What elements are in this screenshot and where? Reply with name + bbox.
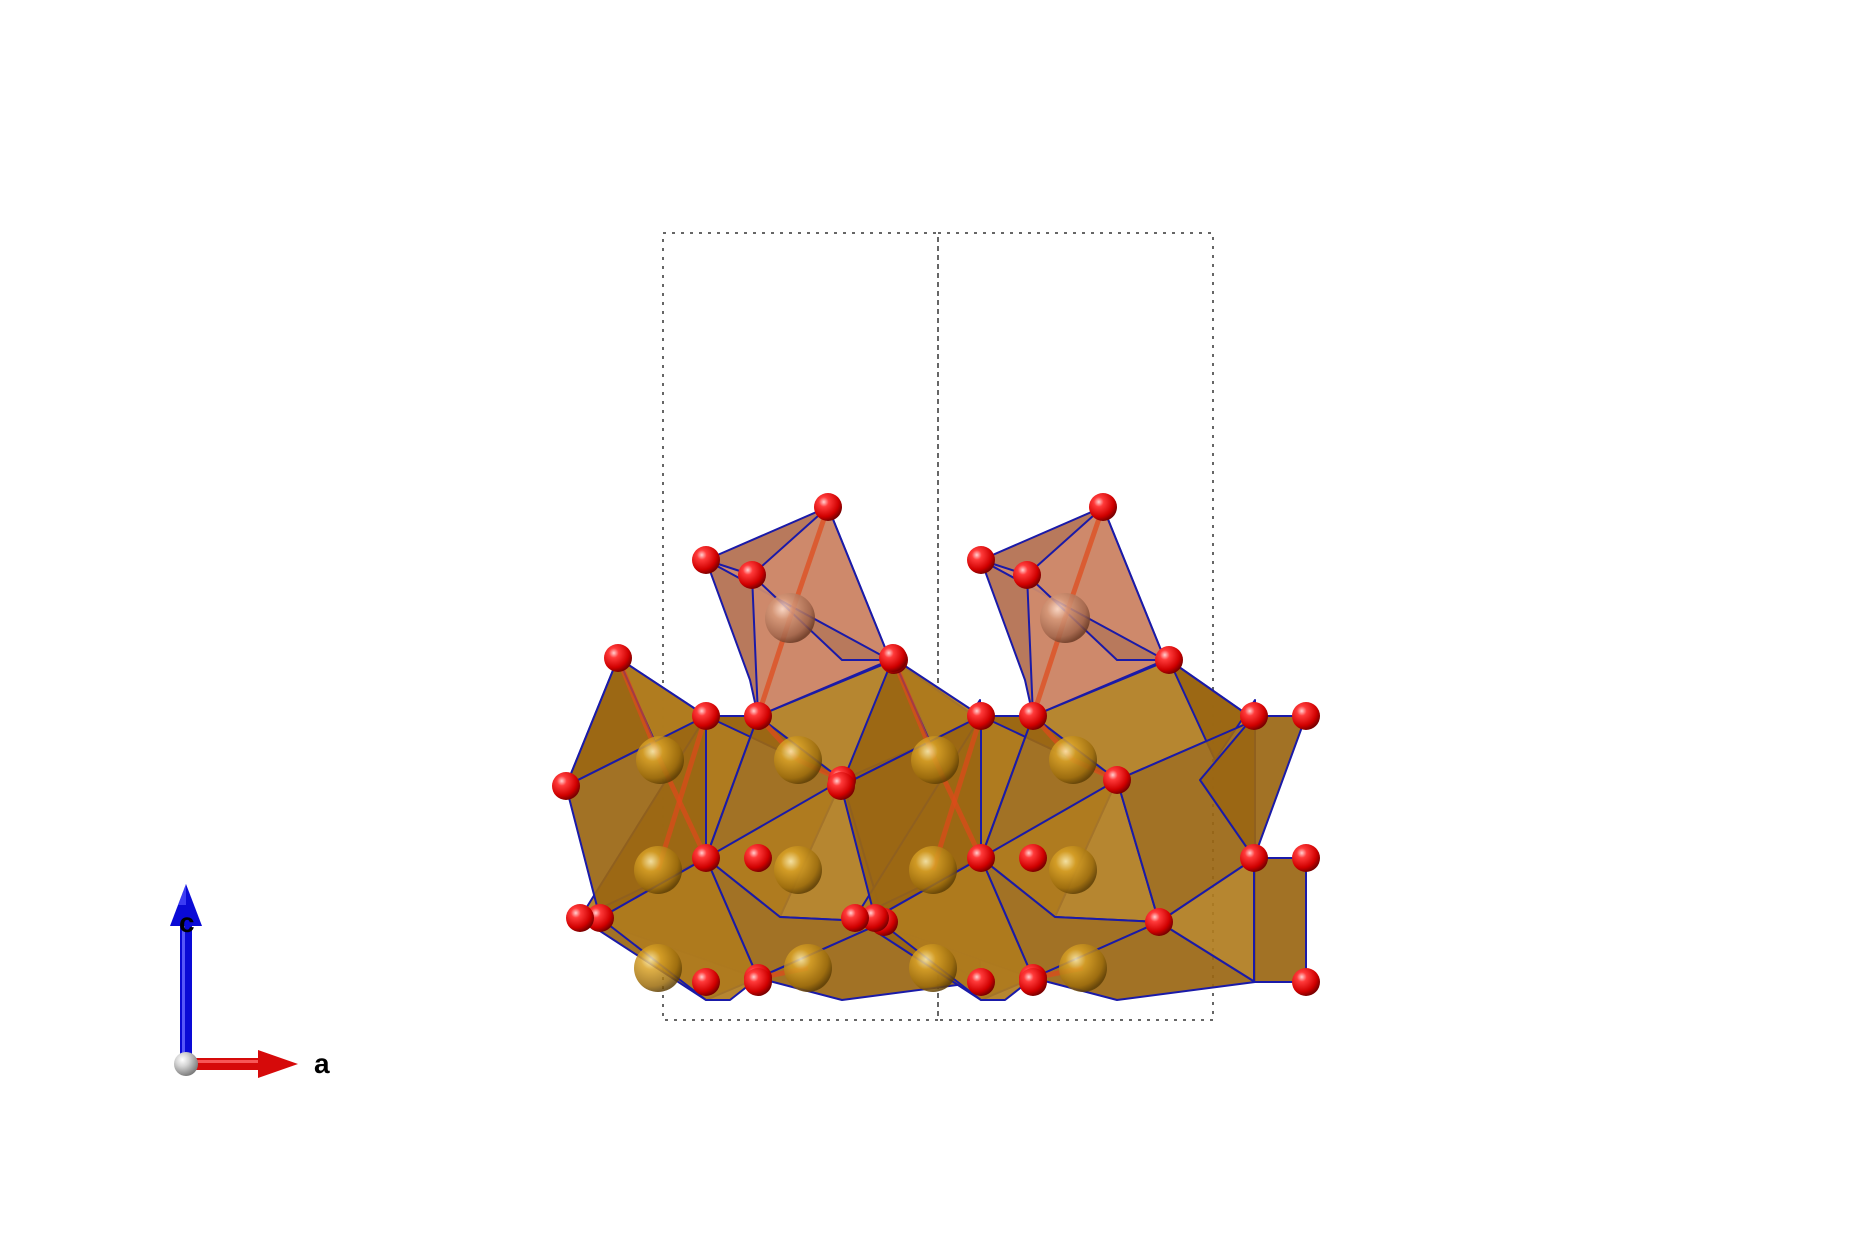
cation-atom [774,736,822,784]
bond [655,715,709,871]
cation-atom [909,944,957,992]
surface-cation-atom [1040,593,1090,643]
oxygen-atom [1292,844,1320,872]
oxygen-atom [692,702,720,730]
oxygen-atom [566,904,594,932]
oxygen-atom [1089,493,1117,521]
cation-atom [636,736,684,784]
cation-atom [1049,736,1097,784]
oxygen-atom [879,644,907,672]
oxygen-atom [744,968,772,996]
oxygen-atom [827,772,855,800]
cation-atom [634,944,682,992]
octahedron [599,857,759,1001]
oxygen-atom [1292,968,1320,996]
cation-atom [911,736,959,784]
oxygen-atom [1155,646,1183,674]
oxygen-atom [1019,968,1047,996]
oxygen-atom [692,546,720,574]
a-axis-arrow [196,1050,298,1078]
a-axis-label: a [314,1048,330,1079]
octahedron [1253,857,1307,983]
octahedron [1168,659,1256,761]
oxygen-atom [1240,702,1268,730]
axis-compass: c a [170,884,330,1079]
c-axis-label: c [179,907,195,938]
oxygen-atom [586,904,614,932]
surface-cation-atom [765,593,815,643]
cation-atom [774,846,822,894]
cation-atom [634,846,682,894]
oxygen-atom [552,772,580,800]
oxygen-atom [967,546,995,574]
oxygen-atom [814,493,842,521]
bond [930,715,984,871]
oxygen-atom [692,844,720,872]
oxygen-atom [1292,702,1320,730]
oxygen-atom [861,904,889,932]
oxygen-atom [1019,844,1047,872]
oxygen-atom [1019,702,1047,730]
unit-cell-edge [937,232,1214,1021]
oxygen-atom [841,904,869,932]
oxygen-atom [744,702,772,730]
oxygen-atom [1240,844,1268,872]
unit-cell-outline [662,232,1214,1021]
oxygen-atom [692,968,720,996]
oxygen-atom [738,561,766,589]
cation-atom [1059,944,1107,992]
oxygen-atom [1145,908,1173,936]
oxygen-atom [967,702,995,730]
atoms [552,493,1320,996]
oxygen-atom [604,644,632,672]
oxygen-atom [744,844,772,872]
oxygen-atom [967,968,995,996]
oxygen-atom [1103,766,1131,794]
origin-sphere [174,1052,198,1076]
oxygen-atom [967,844,995,872]
c-axis-arrow [170,884,202,1062]
oxygen-atom [1013,561,1041,589]
cation-atom [909,846,957,894]
octahedron [874,857,1034,1001]
cation-atom [784,944,832,992]
cation-atom [1049,846,1097,894]
